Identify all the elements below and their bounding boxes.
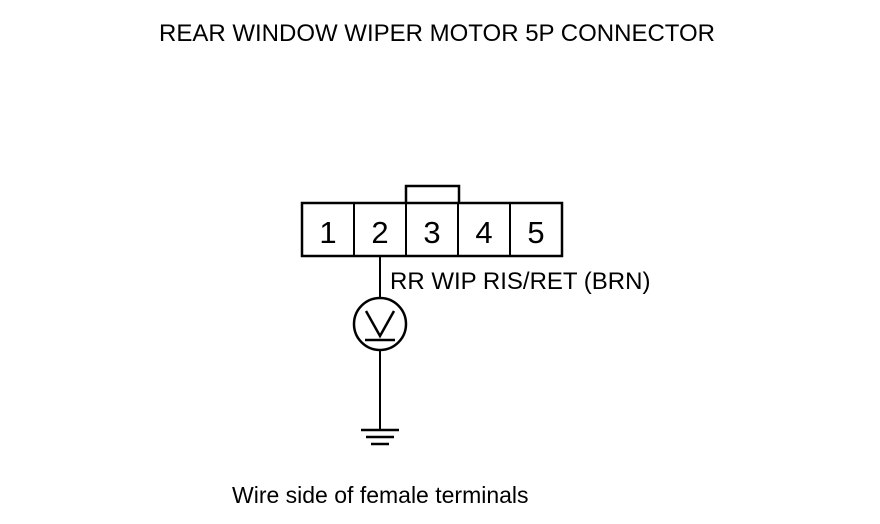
caption: Wire side of female terminals [232, 482, 529, 508]
connector-lock-tab [404, 184, 461, 203]
pin-label-4: 4 [475, 215, 492, 250]
pin-label-2: 2 [371, 215, 388, 250]
pin-label-5: 5 [527, 215, 544, 250]
ground-icon [361, 428, 399, 446]
connector-body [300, 201, 564, 258]
pin-label-3: 3 [423, 215, 440, 250]
voltmeter-icon [352, 296, 408, 352]
diagram-title: REAR WINDOW WIPER MOTOR 5P CONNECTOR [158, 20, 716, 47]
pin-label-1: 1 [319, 215, 336, 250]
wire-label: RR WIP RIS/RET (BRN) [390, 268, 650, 295]
